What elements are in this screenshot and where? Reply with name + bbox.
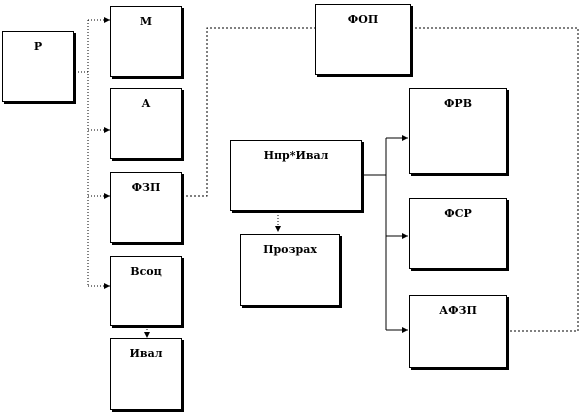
- node-npr-ival-label: Нпр*Ивал: [263, 149, 329, 162]
- node-m-label: М: [139, 15, 153, 28]
- node-r-label: Р: [33, 40, 43, 53]
- node-fop-label: ФОП: [347, 13, 379, 26]
- node-fsr: ФСР: [409, 198, 507, 269]
- connector-fzp-to-fop: [182, 27, 315, 197]
- node-fzp: ФЗП: [110, 172, 182, 243]
- node-vsots-label: Всоц: [130, 265, 162, 278]
- node-a: А: [110, 88, 182, 159]
- node-fsr-label: ФСР: [444, 207, 472, 220]
- node-fzp-label: ФЗП: [131, 181, 161, 194]
- node-ival-label: Ивал: [129, 347, 163, 360]
- node-afzp-label: АФЗП: [439, 304, 477, 317]
- node-frv: ФРВ: [409, 88, 507, 174]
- node-fop: ФОП: [315, 4, 411, 75]
- node-npr-ival: Нпр*Ивал: [230, 140, 362, 211]
- node-vsots: Всоц: [110, 256, 182, 326]
- node-ival: Ивал: [110, 338, 182, 410]
- node-afzp: АФЗП: [409, 295, 507, 368]
- node-prozrakh-label: Прозрах: [263, 243, 317, 256]
- connector-fop-to-afzp: [411, 27, 579, 332]
- node-a-label: А: [141, 97, 151, 110]
- node-r: Р: [2, 31, 74, 102]
- node-m: М: [110, 6, 182, 77]
- node-frv-label: ФРВ: [443, 97, 472, 110]
- node-prozrakh: Прозрах: [240, 234, 340, 306]
